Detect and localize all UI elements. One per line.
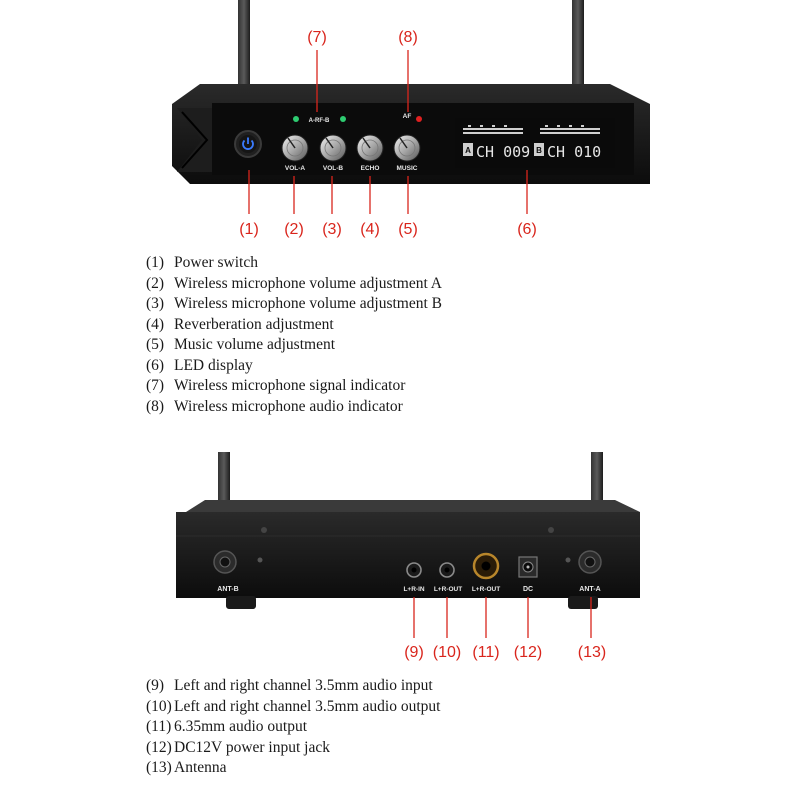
legend-text: Wireless microphone volume adjustment A xyxy=(174,274,442,292)
rear-panel: ANT-B L+R-IN L+R-OUT L+R-OUT DC ANT-A (9… xyxy=(176,452,640,661)
legend-item: (7) Wireless microphone signal indicator xyxy=(146,376,442,397)
power-icon xyxy=(242,137,254,150)
legend-text: Wireless microphone signal indicator xyxy=(174,377,406,394)
level-meter-a xyxy=(463,125,523,134)
legend-num: (12) xyxy=(146,738,172,756)
legend-text: Music volume adjustment xyxy=(174,336,336,353)
led-display: A CH 009 B CH 010 xyxy=(455,118,615,168)
front-legend: (1) Power switch (2) Wireless microphone v… xyxy=(146,253,442,417)
legend-text: LED display xyxy=(174,356,253,374)
legend-num: (6) xyxy=(146,356,165,374)
callout-5: (5) xyxy=(398,221,418,238)
callout-10: (10) xyxy=(433,644,461,661)
callout-6: (6) xyxy=(517,221,537,238)
legend-item: (4) Reverberation adjustment xyxy=(146,315,442,336)
rear-legend: (9) Left and right channel 3.5mm audio in… xyxy=(146,676,440,779)
jack-35-out[interactable] xyxy=(439,562,455,578)
legend-num: (3) xyxy=(146,295,165,312)
legend-text: Reverberation adjustment xyxy=(174,315,334,333)
knob-vol-a[interactable] xyxy=(281,134,309,162)
legend-item: (6) LED display xyxy=(146,356,442,377)
legend-num: (2) xyxy=(146,274,165,292)
rear-foot-right xyxy=(568,596,598,609)
knob-label-echo: ECHO xyxy=(361,165,380,172)
legend-item: (11)6.35mm audio output xyxy=(146,717,440,738)
rf-led-b xyxy=(340,116,346,122)
port-label-dc: DC xyxy=(523,586,533,593)
legend-text: DC12V power input jack xyxy=(174,738,330,756)
legend-item: (3) Wireless microphone volume adjustment… xyxy=(146,294,442,315)
rear-foot-left xyxy=(226,596,256,609)
antenna-right xyxy=(572,0,584,90)
knob-echo[interactable] xyxy=(356,134,384,162)
rf-led-a xyxy=(293,116,299,122)
legend-num: (13) xyxy=(146,759,172,776)
legend-num: (4) xyxy=(146,315,165,333)
power-button[interactable] xyxy=(234,130,262,158)
jack-35-in[interactable] xyxy=(406,562,422,578)
display-tag-b: B xyxy=(536,146,542,155)
port-label-out-35: L+R-OUT xyxy=(434,586,462,593)
legend-num: (11) xyxy=(146,718,172,735)
callout-12: (12) xyxy=(514,644,542,661)
front-bevel xyxy=(177,108,212,172)
legend-text: Left and right channel 3.5mm audio input xyxy=(174,677,433,694)
antenna-left xyxy=(238,0,250,90)
callout-3: (3) xyxy=(322,221,342,238)
legend-item: (13)Antenna xyxy=(146,758,440,779)
legend-item: (1) Power switch xyxy=(146,253,442,274)
dc-jack[interactable] xyxy=(518,556,538,578)
legend-text: Wireless microphone audio indicator xyxy=(174,397,403,415)
jack-635-out[interactable] xyxy=(472,552,500,580)
rear-body xyxy=(176,512,640,598)
callout-11: (11) xyxy=(472,644,499,661)
knob-vol-b[interactable] xyxy=(319,134,347,162)
level-meter-b xyxy=(540,125,600,134)
port-label-in: L+R-IN xyxy=(403,586,424,593)
display-channel-a: CH 009 xyxy=(476,143,530,161)
callout-1: (1) xyxy=(239,221,259,238)
legend-text: 6.35mm audio output xyxy=(174,718,308,735)
legend-text: Wireless microphone volume adjustment B xyxy=(174,295,442,312)
legend-num: (5) xyxy=(146,336,165,353)
callout-7: (7) xyxy=(307,29,327,46)
legend-text: Power switch xyxy=(174,254,258,271)
port-label-out-635: L+R-OUT xyxy=(472,586,500,593)
display-channel-b: CH 010 xyxy=(547,143,601,161)
antenna-connector-a[interactable] xyxy=(578,550,602,574)
knob-label-music: MUSIC xyxy=(397,165,418,172)
legend-item: (2) Wireless microphone volume adjustment… xyxy=(146,274,442,295)
callout-13: (13) xyxy=(578,644,606,661)
legend-num: (9) xyxy=(146,677,165,694)
rear-top-lid xyxy=(186,500,640,512)
legend-item: (12)DC12V power input jack xyxy=(146,738,440,759)
port-label-ant-a: ANT-A xyxy=(579,586,600,593)
antenna-connector-b[interactable] xyxy=(213,550,237,574)
legend-text: Left and right channel 3.5mm audio outpu… xyxy=(174,697,441,715)
legend-item: (5) Music volume adjustment xyxy=(146,335,442,356)
legend-num: (7) xyxy=(146,377,165,394)
knob-label-vol-b: VOL-B xyxy=(323,165,344,172)
front-panel: A-RF-B AF VOL-A VOL-B ECHO MUSIC xyxy=(172,0,650,238)
legend-num: (8) xyxy=(146,397,165,415)
af-indicator-label: AF xyxy=(403,113,412,120)
legend-item: (9) Left and right channel 3.5mm audio in… xyxy=(146,676,440,697)
af-led xyxy=(416,116,422,122)
callout-9: (9) xyxy=(404,644,424,661)
rf-indicator-label: A-RF-B xyxy=(309,118,330,124)
legend-item: (8) Wireless microphone audio indicator xyxy=(146,397,442,418)
legend-text: Antenna xyxy=(174,759,227,776)
port-label-ant-b: ANT-B xyxy=(217,586,238,593)
knob-music[interactable] xyxy=(393,134,421,162)
legend-item: (10)Left and right channel 3.5mm audio o… xyxy=(146,697,440,718)
callout-4: (4) xyxy=(360,221,380,238)
display-tag-a: A xyxy=(465,146,471,155)
legend-num: (10) xyxy=(146,697,172,715)
callout-8: (8) xyxy=(398,29,418,46)
callout-2: (2) xyxy=(284,221,304,238)
knob-label-vol-a: VOL-A xyxy=(285,165,306,172)
legend-num: (1) xyxy=(146,254,165,271)
